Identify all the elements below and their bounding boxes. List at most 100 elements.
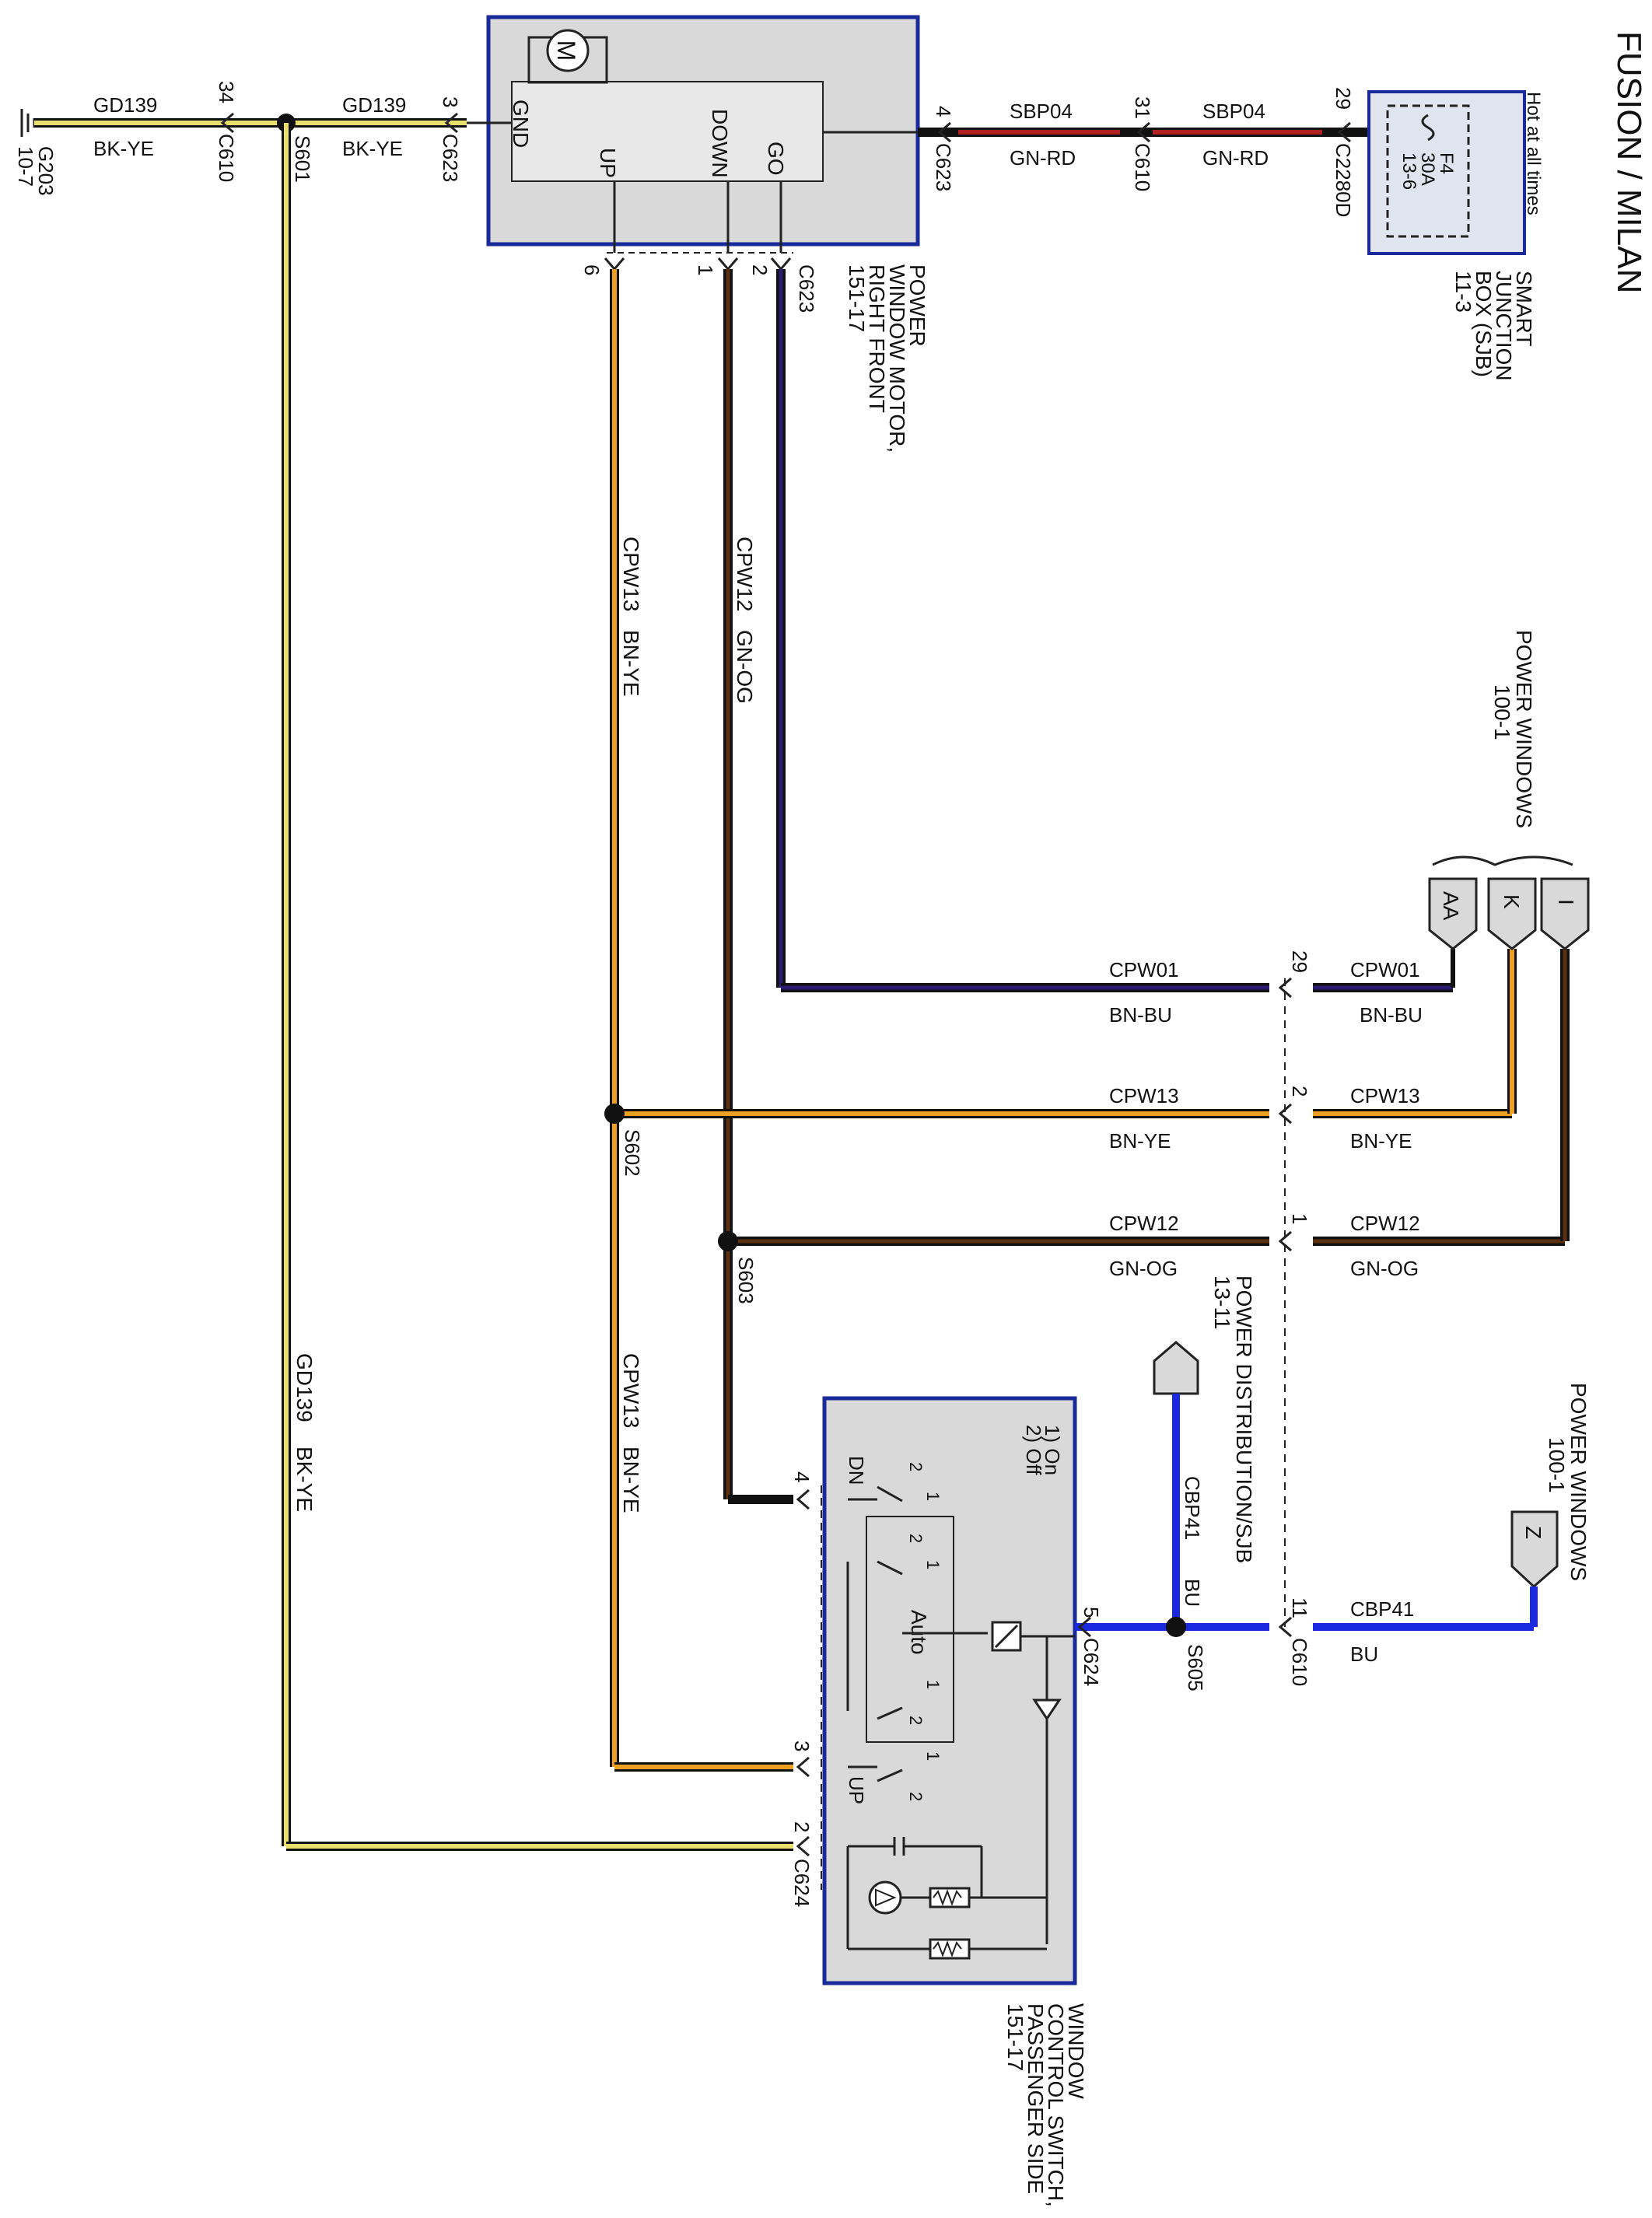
sjb-label-1: SMART	[1512, 271, 1536, 347]
motor-pin-down: DOWN	[708, 109, 732, 178]
c610-29-pin: 29	[1288, 950, 1311, 973]
motor-pin-go: GO	[764, 142, 788, 176]
motor-symbol: M	[552, 40, 580, 61]
contact-8: 2	[906, 1792, 926, 1801]
c610-34-pin: 34	[215, 81, 238, 103]
motor-label-4: 151-17	[845, 264, 869, 332]
splice-s601-label: S601	[291, 135, 314, 183]
sbp04-b-circuit: SBP04	[1202, 100, 1265, 123]
smart-junction-box: F4 30A 13-6 Hot at all times	[1367, 90, 1544, 255]
power-dist-label-2: 13-11	[1210, 1275, 1234, 1330]
cpw13-vb-color: BN-YE	[619, 1447, 643, 1513]
diode-icon	[1032, 1698, 1062, 1721]
fuse-line-3: 13-6	[1398, 152, 1419, 190]
sbp04-b-color: GN-RD	[1202, 146, 1269, 170]
contact-6: 2	[906, 1716, 926, 1725]
c610-11-name: C610	[1288, 1638, 1311, 1686]
c624-2-pin: 2	[790, 1821, 814, 1832]
window-control-switch: 1) On 2) Off DN UP Auto 2 1 2 1 1 2 1 2	[821, 1396, 1077, 1985]
splice-s602-label: S602	[621, 1129, 644, 1177]
c610-34-name: C610	[215, 134, 238, 182]
pw-bottom-label-1: POWER WINDOWS	[1566, 1383, 1591, 1581]
cpw12-right-circuit: CPW12	[1350, 1212, 1420, 1235]
c623-4-name: C623	[932, 143, 955, 191]
c624-4-pin: 4	[790, 1471, 814, 1482]
fuse-line-1: F4	[1436, 152, 1457, 174]
switch-label-4: 151-17	[1003, 2003, 1027, 2071]
c623-pin-2: 2	[748, 264, 772, 275]
splice-s605	[1166, 1617, 1186, 1637]
c610-11-pin: 11	[1288, 1597, 1311, 1618]
cbp41-v-circuit: CBP41	[1181, 1476, 1204, 1540]
sjb-label-4: 11-3	[1451, 271, 1475, 313]
c624-3-pin: 3	[790, 1740, 814, 1751]
switch-label-2: CONTROL SWITCH,	[1044, 2003, 1068, 2207]
motor-icon	[546, 29, 590, 72]
gd139-vert-circuit: GD139	[292, 1353, 317, 1422]
contact-3: 2	[906, 1534, 926, 1543]
sbp04-a-color: GN-RD	[1010, 146, 1076, 170]
switch-state-1: 1) On	[1041, 1425, 1064, 1475]
fuse-line-2: 30A	[1417, 152, 1438, 186]
pw-top-label-2: 100-1	[1490, 684, 1514, 740]
c623-3-name: C623	[439, 134, 462, 182]
power-windows-bottom: Z POWER WINDOWS 100-1	[1510, 1383, 1591, 1604]
cpw01-left-color: BN-BU	[1109, 1003, 1172, 1027]
contact-7: 1	[923, 1751, 943, 1761]
power-windows-top: AA K I POWER WINDOWS 100-1	[1428, 630, 1590, 950]
cpw12-v-circuit: CPW12	[733, 537, 757, 611]
pw-bottom-label-2: 100-1	[1545, 1437, 1569, 1493]
ground-label-1: G203	[34, 146, 58, 196]
cpw13-left-circuit: CPW13	[1109, 1084, 1179, 1107]
sjb-label-3: BOX (SJB)	[1472, 271, 1496, 377]
contact-4: 1	[923, 1560, 943, 1569]
cpw12-v-color: GN-OG	[733, 630, 757, 704]
pw-tab-k: K	[1500, 894, 1524, 909]
switch-label-3: PASSENGER SIDE	[1024, 2003, 1048, 2194]
power-distribution: POWER DISTRIBUTION/SJB 13-11	[1153, 1275, 1256, 1563]
gd139-mid-color: BK-YE	[342, 137, 403, 160]
sjb-hot-text: Hot at all times	[1523, 92, 1544, 215]
fuse-icon	[1421, 114, 1435, 142]
gd139-left-circuit: GD139	[93, 93, 157, 117]
gd139-left-color: BK-YE	[93, 137, 154, 160]
contact-1: 2	[906, 1462, 926, 1471]
power-window-motor: M GND UP DOWN GO POWER WINDOW MOTOR, RIG…	[467, 15, 929, 453]
motor-pin-up: UP	[596, 148, 620, 178]
cpw12-left-color: GN-OG	[1109, 1257, 1178, 1280]
switch-label-1: WINDOW	[1064, 2003, 1088, 2099]
switch-dn-label: DN	[845, 1456, 868, 1485]
c623-pin-1: 1	[694, 264, 717, 275]
cpw12-right-color: GN-OG	[1350, 1257, 1419, 1280]
gd139-mid-circuit: GD139	[342, 93, 406, 117]
splice-s603-label: S603	[734, 1257, 758, 1304]
pw-tab-z: Z	[1521, 1526, 1545, 1539]
motor-pin-gnd: GND	[509, 100, 533, 148]
cpw13-vb-circuit: CPW13	[619, 1353, 643, 1428]
page-title: FUSION / MILAN	[1610, 31, 1648, 293]
pw-tab-aa: AA	[1439, 891, 1463, 921]
c2280d-29-name: C2280D	[1332, 143, 1355, 217]
c623-pin-6: 6	[580, 264, 604, 275]
pw-tab-i: I	[1554, 899, 1578, 905]
cbp41-v-color: BU	[1181, 1579, 1204, 1607]
cpw13-vt-circuit: CPW13	[619, 537, 643, 611]
c2280d-29-pin: 29	[1332, 87, 1355, 110]
power-dist-label-1: POWER DISTRIBUTION/SJB	[1232, 1275, 1256, 1563]
cpw13-right-circuit: CPW13	[1350, 1084, 1420, 1107]
contact-5: 1	[923, 1680, 943, 1689]
gd139-vert-color: BK-YE	[292, 1447, 317, 1512]
c623-3-pin: 3	[439, 96, 462, 107]
cpw01-right-circuit: CPW01	[1350, 958, 1420, 981]
sbp04-a-circuit: SBP04	[1010, 100, 1073, 123]
contact-2: 1	[923, 1492, 943, 1501]
c624-2-name: C624	[790, 1859, 814, 1907]
motor-label-3: RIGHT FRONT	[865, 264, 889, 413]
cpw13-vt-color: BN-YE	[619, 630, 643, 697]
switch-up-label: UP	[845, 1776, 868, 1804]
cpw12-left-circuit: CPW12	[1109, 1212, 1179, 1235]
cpw01-left-circuit: CPW01	[1109, 958, 1179, 981]
cpw13-left-color: BN-YE	[1109, 1129, 1171, 1153]
c610-1-pin: 1	[1288, 1213, 1311, 1224]
switch-state-2: 2) Off	[1022, 1425, 1045, 1475]
